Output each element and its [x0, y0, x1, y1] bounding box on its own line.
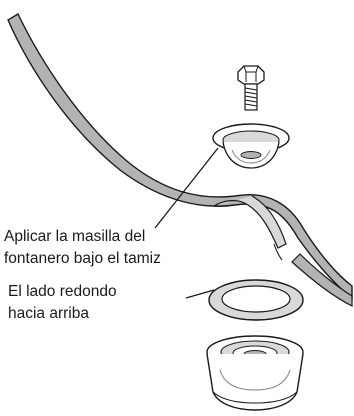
callout-line: hacia arriba	[8, 305, 89, 322]
strainer-body-icon	[206, 335, 304, 411]
callout-round-side-up: El lado redondo hacia arriba	[8, 281, 117, 325]
gasket-ring-icon	[208, 279, 304, 321]
callout-plumbers-putty: Aplicar la masilla del fontanero bajo el …	[4, 226, 161, 270]
callout-line: Aplicar la masilla del	[4, 228, 146, 245]
bolt-icon	[237, 65, 265, 111]
leader-line-gasket	[185, 289, 215, 299]
sink-basin-icon	[7, 13, 353, 307]
callout-line: fontanero bajo el tamiz	[4, 250, 161, 267]
leader-line-putty	[154, 147, 219, 229]
callout-line: El lado redondo	[8, 283, 117, 300]
strainer-flange-icon	[212, 123, 290, 169]
